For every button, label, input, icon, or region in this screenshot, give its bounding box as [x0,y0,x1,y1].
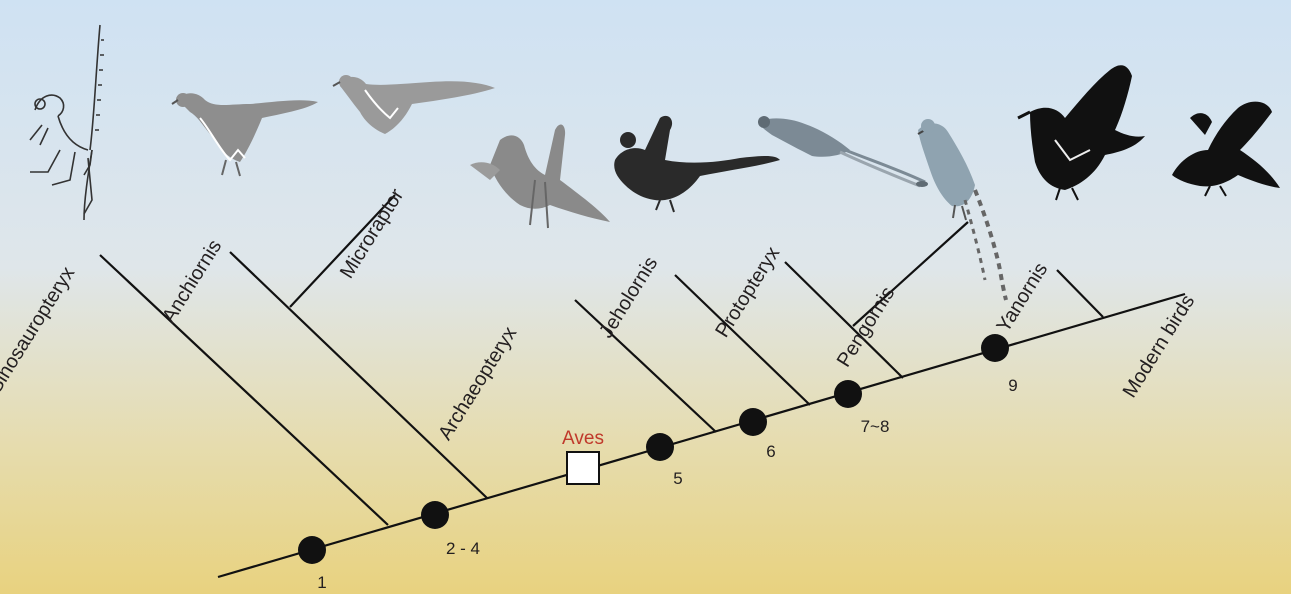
node-marker-7-8 [834,380,862,408]
node-marker-1 [298,536,326,564]
aves-clade-square [567,452,599,484]
node-label-7-8: 7~8 [861,417,890,436]
node-marker-2-4 [421,501,449,529]
node-marker-9 [981,334,1009,362]
node-label-5: 5 [673,469,682,488]
node-label-2-4: 2 - 4 [446,539,480,558]
node-label-6: 6 [766,442,775,461]
node-label-1: 1 [317,573,326,592]
node-marker-6 [739,408,767,436]
node-marker-5 [646,433,674,461]
aves-label: Aves [562,428,604,449]
node-label-9: 9 [1008,376,1017,395]
